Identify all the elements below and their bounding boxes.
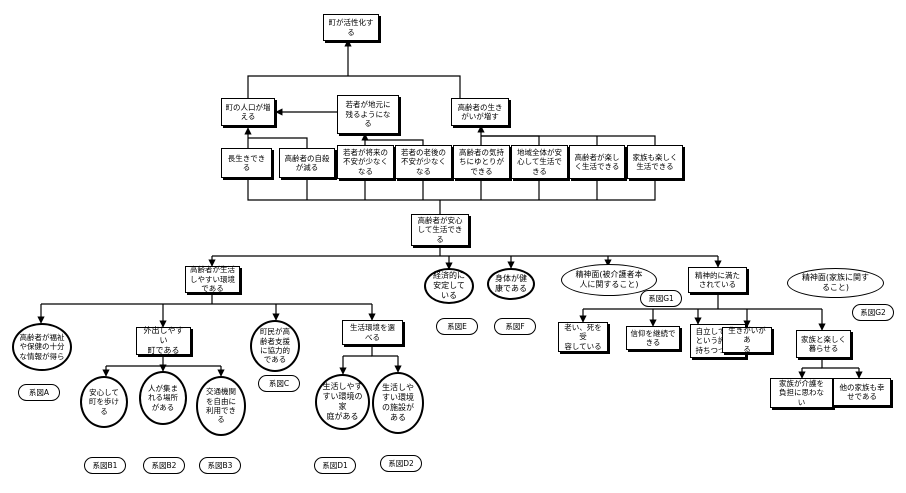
node-continue-faith: 信仰を継続で きる	[626, 326, 680, 350]
node-economically-stable: 経済的に 安定して いる	[424, 268, 474, 304]
ref-d2: 系図D2	[380, 455, 422, 472]
node-elder-enjoy-life: 高齢者が楽し く生活できる	[569, 145, 625, 179]
node-easy-to-go-out: 外出しやすい 町である	[136, 326, 191, 355]
node-youth-stay: 若者が地元に 残るようにな る	[337, 95, 399, 134]
node-mental-care-recipient: 精神面(被介護者本 人に関すること)	[561, 264, 657, 296]
node-mental-family: 精神面(家族に関す ること)	[787, 268, 884, 298]
ref-b1: 系図B1	[84, 457, 126, 474]
ref-f: 系図F	[494, 318, 536, 335]
node-elder-secure-life: 高齢者が安心 して生活でき る	[411, 214, 469, 246]
node-walk-town-safely: 安心して 町を歩け る	[80, 376, 128, 428]
node-elder-purpose-increase: 高齢者の生き がいが増す	[451, 98, 509, 126]
ref-g2: 系図G2	[852, 304, 894, 321]
node-home-environment: 生活しやす すい環境の家 庭がある	[315, 374, 370, 430]
node-gathering-place: 人が集ま れる場所 がある	[139, 371, 187, 425]
ref-d1: 系図D1	[314, 457, 356, 474]
node-mentally-fulfilled: 精神的に満た されている	[688, 267, 747, 293]
node-physically-healthy: 身体が健 康である	[487, 268, 535, 300]
ref-c: 系図C	[258, 375, 300, 392]
node-long-life: 長生きできる	[221, 148, 272, 178]
goal-town-revitalized: 町が活性化す る	[323, 14, 379, 41]
node-facility-environment: 生活しや すい環境 の施設が ある	[372, 372, 424, 434]
node-family-no-care-burden: 家族が介護を 負担に思わな い	[770, 378, 833, 408]
ref-b3: 系図B3	[199, 457, 241, 474]
ref-e: 系図E	[436, 318, 478, 335]
node-family-enjoy-life: 家族も楽しく 生活できる	[627, 145, 683, 179]
node-choose-living-env: 生活環境を選 べる	[342, 320, 403, 345]
node-free-transport: 交通機関 を自由に 利用でき る	[196, 376, 246, 436]
node-townspeople-support: 町民が高 齢者支援 に協力的 である	[250, 320, 300, 372]
node-region-secure-life: 地域全体が安 心して生活で きる	[511, 145, 568, 179]
node-have-purpose: 生きがいがあ る	[722, 326, 772, 354]
node-accept-aging-death: 老い、死を受 容している	[558, 322, 608, 352]
node-elder-suicide-decrease: 高齢者の自殺 が減る	[279, 148, 335, 178]
ref-b2: 系図B2	[143, 457, 185, 474]
node-easy-living-environment: 高齢者が生活 しやすい環境 である	[185, 265, 240, 293]
ref-a: 系図A	[18, 384, 60, 401]
node-welfare-information: 高齢者が福祉 や保健の十分 な情報が得ら	[12, 323, 72, 371]
node-youth-future-anxiety: 若者が将来の 不安が少なく なる	[337, 145, 394, 179]
node-other-family-happy: 他の家族も幸 せである	[833, 378, 891, 406]
node-live-happily-with-family: 家族と楽しく 暮らせる	[796, 330, 851, 358]
node-youth-old-age-anxiety: 若者の老後の 不安が少なく なる	[395, 145, 452, 179]
node-population-increase: 町の人口が増 える	[221, 98, 275, 126]
ref-g1: 系図G1	[640, 290, 682, 307]
node-elder-peace-of-mind: 高齢者の気持 ちにゆとりが できる	[453, 145, 510, 179]
